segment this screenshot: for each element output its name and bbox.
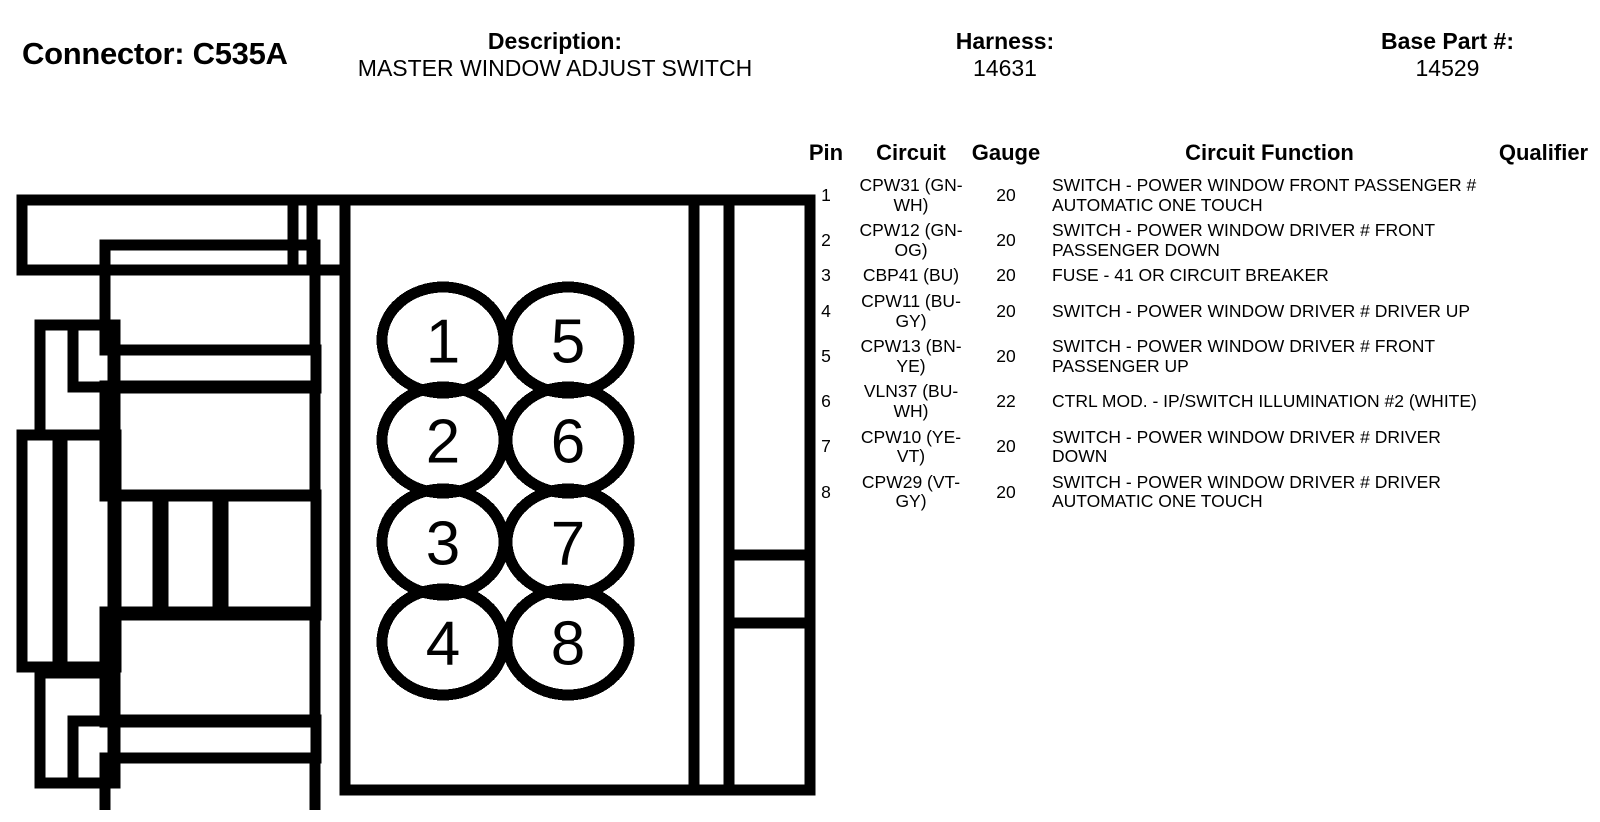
column-header-pin: Pin — [808, 140, 844, 165]
cell-circuit: CPW13 (BN-YE) — [860, 336, 962, 376]
cell-circuit: CPW10 (YE-VT) — [860, 426, 962, 467]
pin-number-6: 6 — [551, 408, 585, 477]
pin-number-3: 3 — [426, 510, 460, 579]
description-block: Description: MASTER WINDOW ADJUST SWITCH — [270, 28, 840, 82]
cell-gauge: 20 — [996, 184, 1016, 205]
cell-circuit: CBP41 (BU) — [862, 265, 960, 286]
pin-cavity-5 — [501, 281, 635, 399]
table-row: 8 CPW29 (VT-GY) 20 SWITCH - POWER WINDOW… — [800, 470, 1590, 515]
pin-number-2: 2 — [426, 408, 460, 477]
table-row: 4 CPW11 (BU-GY) 20 SWITCH - POWER WINDOW… — [800, 289, 1590, 334]
cell-circuit: CPW12 (GN-OG) — [859, 220, 963, 260]
body-right-box-top — [723, 194, 816, 561]
cell-pin: 2 — [821, 229, 831, 250]
cell-gauge: 20 — [996, 265, 1016, 286]
body-band-bottom-inner — [99, 752, 321, 810]
cell-circuit: CPW31 (GN-WH) — [859, 175, 963, 215]
pin-number-7: 7 — [551, 510, 585, 579]
cell-function: SWITCH - POWER WINDOW DRIVER # FRONT PAS… — [1052, 336, 1435, 376]
harness-value: 14631 — [973, 55, 1037, 82]
base-part-label: Base Part #: — [1381, 28, 1514, 54]
base-part-value: 14529 — [1415, 55, 1480, 82]
pin-cavity-7 — [501, 483, 635, 601]
column-header-qualifier: Qualifier — [1498, 140, 1589, 165]
cell-qualifier — [1497, 263, 1590, 289]
cell-function: SWITCH - POWER WINDOW FRONT PASSENGER # … — [1052, 175, 1477, 215]
column-header-function: Circuit Function — [1185, 140, 1354, 165]
table-row: 7 CPW10 (YE-VT) 20 SWITCH - POWER WINDOW… — [800, 425, 1590, 470]
pin-number-5: 5 — [551, 308, 585, 377]
table-row: 6 VLN37 (BU-WH) 22 CTRL MOD. - IP/SWITCH… — [800, 379, 1590, 424]
pinout-table-container: Pin Circuit Gauge Circuit Function Quali… — [800, 140, 1590, 515]
cell-qualifier — [1497, 425, 1590, 470]
table-header-row: Pin Circuit Gauge Circuit Function Quali… — [800, 140, 1590, 173]
cell-qualifier — [1497, 218, 1590, 263]
table-row: 3 CBP41 (BU) 20 FUSE - 41 OR CIRCUIT BRE… — [800, 263, 1590, 289]
pin-number-1: 1 — [426, 308, 460, 377]
cell-qualifier — [1497, 289, 1590, 334]
column-header-circuit: Circuit — [876, 140, 946, 165]
pin-cavity-8 — [501, 583, 635, 701]
cell-function: FUSE - 41 OR CIRCUIT BREAKER — [1052, 265, 1329, 286]
connector-face-diagram: 1 2 3 4 5 6 7 8 — [0, 150, 830, 810]
table-row: 5 CPW13 (BN-YE) 20 SWITCH - POWER WINDOW… — [800, 334, 1590, 379]
cell-function: CTRL MOD. - IP/SWITCH ILLUMINATION #2 (W… — [1052, 391, 1477, 412]
cell-gauge: 20 — [996, 229, 1016, 250]
pin-number-4: 4 — [426, 610, 460, 679]
body-center-block — [99, 380, 321, 502]
cell-gauge: 20 — [996, 436, 1016, 457]
body-fin-c — [212, 489, 322, 621]
body-band-top-inner — [99, 239, 321, 356]
cell-gauge: 22 — [996, 391, 1016, 412]
cell-pin: 3 — [821, 265, 831, 286]
cell-gauge: 20 — [996, 345, 1016, 366]
pinout-table: Pin Circuit Gauge Circuit Function Quali… — [800, 140, 1590, 515]
cell-gauge: 20 — [996, 481, 1016, 502]
cell-pin: 8 — [821, 481, 831, 502]
body-finger-bottom-slot — [67, 715, 121, 789]
base-part-block: Base Part #: 14529 — [1310, 28, 1585, 82]
body-band-top-outer — [16, 194, 318, 276]
cell-circuit: VLN37 (BU-WH) — [863, 381, 959, 421]
cell-function: SWITCH - POWER WINDOW DRIVER # DRIVER UP — [1052, 300, 1471, 321]
table-row: 2 CPW12 (GN-OG) 20 SWITCH - POWER WINDOW… — [800, 218, 1590, 263]
table-row: 1 CPW31 (GN-WH) 20 SWITCH - POWER WINDOW… — [800, 173, 1590, 218]
pin-number-8: 8 — [551, 610, 585, 679]
header-bar: Connector: C535A Description: MASTER WIN… — [0, 0, 1600, 120]
cell-function: SWITCH - POWER WINDOW DRIVER # DRIVER AU… — [1052, 471, 1441, 512]
cell-function: SWITCH - POWER WINDOW DRIVER # FRONT PAS… — [1052, 220, 1435, 260]
cell-pin: 1 — [821, 184, 831, 205]
description-label: Description: — [487, 28, 623, 54]
table-body: 1 CPW31 (GN-WH) 20 SWITCH - POWER WINDOW… — [800, 173, 1590, 515]
body-right-box-bottom — [723, 617, 816, 796]
cell-circuit: CPW29 (VT-GY) — [861, 471, 961, 512]
cell-pin: 5 — [821, 345, 831, 366]
cell-pin: 6 — [821, 391, 831, 412]
cell-pin: 7 — [821, 436, 831, 457]
cell-qualifier — [1497, 173, 1590, 218]
column-header-gauge: Gauge — [971, 140, 1041, 165]
cell-qualifier — [1497, 379, 1590, 424]
connector-id-label: Connector: C535A — [22, 36, 288, 71]
cell-qualifier — [1497, 470, 1590, 515]
cell-circuit: CPW11 (BU-GY) — [861, 290, 961, 331]
cell-pin: 4 — [821, 300, 831, 321]
harness-label: Harness: — [955, 28, 1055, 54]
cell-function: SWITCH - POWER WINDOW DRIVER # DRIVER DO… — [1052, 426, 1441, 467]
description-value: MASTER WINDOW ADJUST SWITCH — [357, 55, 753, 82]
cell-qualifier — [1497, 334, 1590, 379]
body-center-block-lower — [99, 606, 321, 728]
harness-block: Harness: 14631 — [880, 28, 1130, 82]
cell-gauge: 20 — [996, 300, 1016, 321]
